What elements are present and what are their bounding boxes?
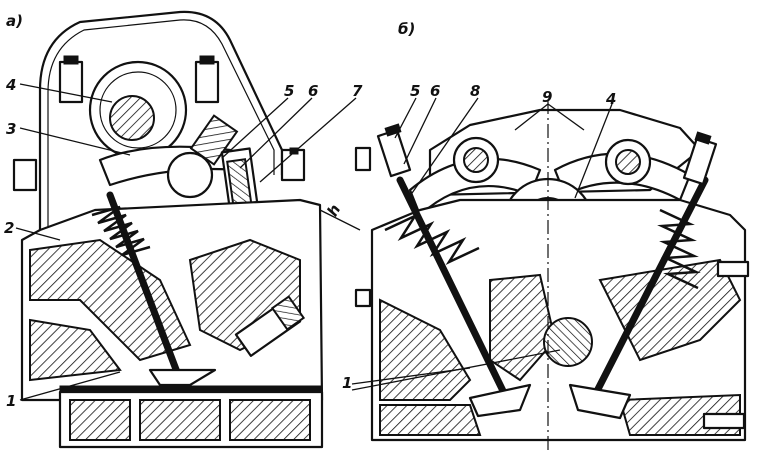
callout-a-4: 4 [5,76,16,94]
camshaft [109,95,155,141]
left-rocker-shaft [463,147,489,173]
panel-b-marker: б) [398,20,415,38]
exhaust-valve-stem [591,176,709,399]
exhaust-valve-spring [657,208,701,290]
intake-port-wall [29,238,192,362]
callout-a-7: 7 [352,82,363,100]
intake-valve-head [468,383,532,418]
valve-cover [38,10,284,232]
callout-a-5: 5 [284,82,294,100]
callout-a-3: 3 [6,120,16,138]
panel-a-leaders [15,83,361,401]
callout-b-6: 6 [430,82,440,100]
callout-a-2: 2 [4,219,14,237]
right-rocker-shaft [615,149,641,175]
callout-b-5: 5 [410,82,420,100]
callout-b-9: 9 [542,88,552,106]
intake-valve-stem [396,176,509,399]
adjusting-screw-left [376,128,412,178]
panel-a-drawing [12,10,324,449]
rocker-roller [166,151,214,199]
valve-spring [91,205,151,257]
spark-plug-b [543,317,593,367]
panel-b-drawing [354,100,750,450]
callout-a-6: 6 [308,82,318,100]
valve-head [148,368,217,387]
callout-b-1: 1 [342,374,352,392]
panel-b-leaders [351,97,613,391]
panel-a-marker: а) [6,12,23,30]
callout-a-1: 1 [6,392,16,410]
intake-valve-spring [384,213,480,265]
callout-b-4: 4 [605,90,616,108]
callout-b-8: 8 [470,82,480,100]
exhaust-valve-head [568,383,632,420]
dimension-h: h [323,201,344,219]
